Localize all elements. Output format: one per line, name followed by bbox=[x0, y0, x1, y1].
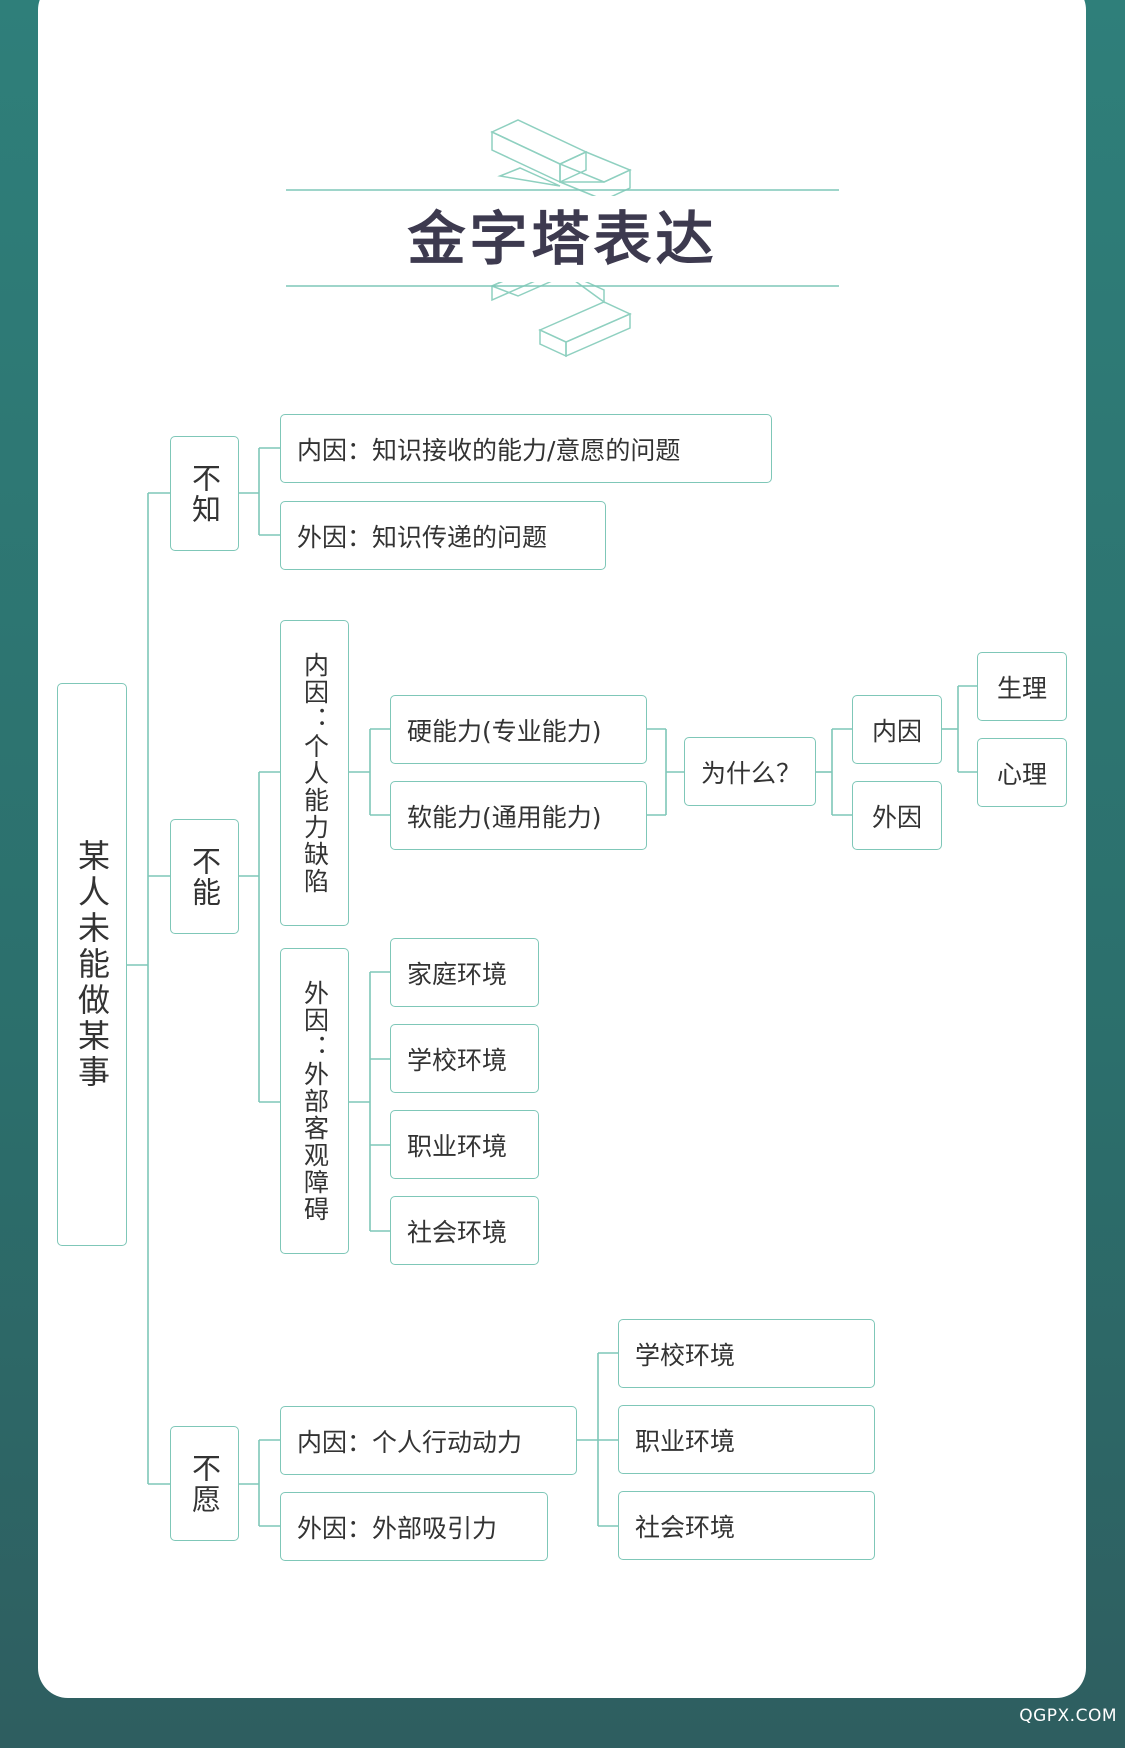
branch-buyuan: 不愿 bbox=[170, 1426, 239, 1541]
why-node: 为什么？ bbox=[684, 737, 816, 806]
buneng-inner-cause: 内因：个人能力缺陷 bbox=[280, 620, 349, 926]
buzhi-inner-cause: 内因：知识接收的能力/意愿的问题 bbox=[280, 414, 772, 483]
buneng-outer-cause: 外因：外部客观障碍 bbox=[280, 948, 349, 1254]
pyramid-blocks-icon bbox=[286, 119, 839, 358]
psychological-node: 心理 bbox=[977, 738, 1067, 807]
env-school: 学校环境 bbox=[390, 1024, 539, 1093]
hard-skill-node: 硬能力(专业能力) bbox=[390, 695, 647, 764]
why-inner-cause: 内因 bbox=[852, 695, 942, 764]
physiological-node: 生理 bbox=[977, 652, 1067, 721]
watermark: QGPX.COM bbox=[1019, 1706, 1117, 1726]
root-node: 某人未能做某事 bbox=[57, 683, 127, 1246]
branch-buzhi: 不知 bbox=[170, 436, 239, 551]
buyuan-outer-cause: 外因：外部吸引力 bbox=[280, 1492, 548, 1561]
buzhi-outer-cause: 外因：知识传递的问题 bbox=[280, 501, 606, 570]
buyuan-env-school: 学校环境 bbox=[618, 1319, 875, 1388]
env-career: 职业环境 bbox=[390, 1110, 539, 1179]
buyuan-inner-cause: 内因：个人行动动力 bbox=[280, 1406, 577, 1475]
env-society: 社会环境 bbox=[390, 1196, 539, 1265]
branch-buneng: 不能 bbox=[170, 819, 239, 934]
why-outer-cause: 外因 bbox=[852, 781, 942, 850]
buyuan-env-society: 社会环境 bbox=[618, 1491, 875, 1560]
buyuan-env-career: 职业环境 bbox=[618, 1405, 875, 1474]
page-title: 金字塔表达 bbox=[286, 196, 839, 282]
soft-skill-node: 软能力(通用能力) bbox=[390, 781, 647, 850]
env-family: 家庭环境 bbox=[390, 938, 539, 1007]
